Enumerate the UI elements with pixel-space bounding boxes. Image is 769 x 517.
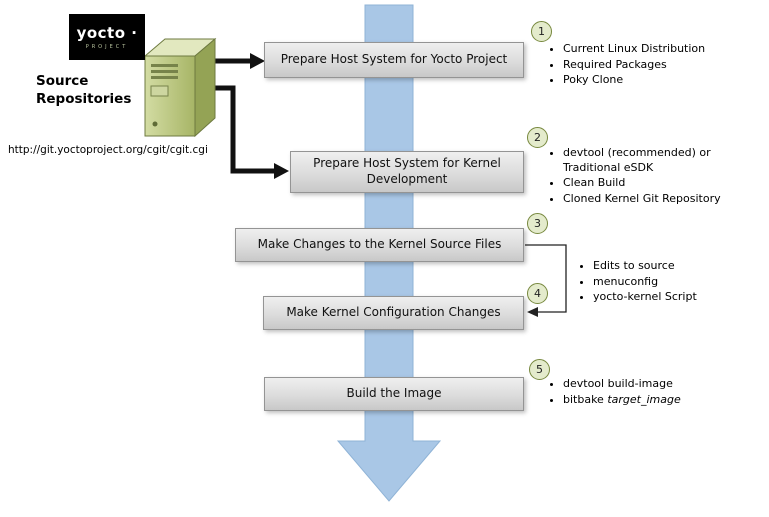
note-item: Current Linux Distribution (563, 42, 758, 57)
note-item: menuconfig (593, 275, 758, 290)
step-box-3: Make Changes to the Kernel Source Files (235, 228, 524, 262)
yocto-logo: yocto · PROJECT (69, 14, 145, 60)
server-drive-slot (151, 76, 178, 79)
server-drive-slot (151, 70, 178, 73)
step-box-1: Prepare Host System for Yocto Project (264, 42, 524, 78)
server-drive-slot (151, 64, 178, 67)
step-box-4-label: Make Kernel Configuration Changes (286, 305, 501, 320)
repo-url: http://git.yoctoproject.org/cgit/cgit.cg… (8, 144, 208, 156)
step-box-2: Prepare Host System for Kernel Developme… (290, 151, 524, 193)
repo-to-step2-arrow (214, 85, 289, 179)
step-box-5-label: Build the Image (346, 386, 442, 401)
server-front-face (144, 55, 196, 137)
server-side-face (194, 37, 216, 138)
step-1-notes: Current Linux Distribution Required Pack… (548, 42, 758, 89)
server-media-bay (150, 85, 169, 97)
source-repositories-label: Source Repositories (36, 72, 131, 108)
step-box-2-label: Prepare Host System for Kernel Developme… (313, 156, 501, 186)
step-box-3-label: Make Changes to the Kernel Source Files (257, 237, 502, 252)
note-item: Required Packages (563, 58, 758, 73)
note-item: Poky Clone (563, 73, 758, 88)
steps-3-4-shared-notes: Edits to source menuconfig yocto-kernel … (578, 259, 758, 306)
steps-3-4-connector (525, 244, 567, 317)
step-badge-1: 1 (531, 21, 552, 42)
step-badge-3: 3 (527, 213, 548, 234)
step-box-4: Make Kernel Configuration Changes (263, 296, 524, 330)
note-item: devtool (recommended) or Traditional eSD… (563, 146, 743, 175)
note-item: devtool build-image (563, 377, 763, 392)
note-item: Cloned Kernel Git Repository (563, 192, 743, 207)
step-badge-4: 4 (527, 283, 548, 304)
source-label-line2: Repositories (36, 91, 132, 107)
note-item: yocto-kernel Script (593, 290, 758, 305)
note-item: Clean Build (563, 176, 743, 191)
yocto-wordmark: yocto · (76, 24, 138, 42)
note-italic-term: target_image (607, 392, 681, 406)
step-box-5: Build the Image (264, 377, 524, 411)
step-box-1-label: Prepare Host System for Yocto Project (280, 52, 508, 67)
step-2-notes: devtool (recommended) or Traditional eSD… (548, 146, 743, 207)
step-badge-2: 2 (527, 127, 548, 148)
server-power-button (152, 121, 158, 127)
note-item: bitbake target_image (563, 393, 763, 408)
source-label-line1: Source (36, 73, 89, 89)
repo-to-step1-arrow (214, 53, 265, 69)
step-5-notes: devtool build-image bitbake target_image (548, 377, 763, 408)
yocto-project-subtext: PROJECT (85, 44, 129, 50)
note-prefix: bitbake (563, 392, 608, 406)
note-item: Edits to source (593, 259, 758, 274)
server-icon (143, 37, 217, 138)
step-badge-5: 5 (529, 359, 550, 380)
